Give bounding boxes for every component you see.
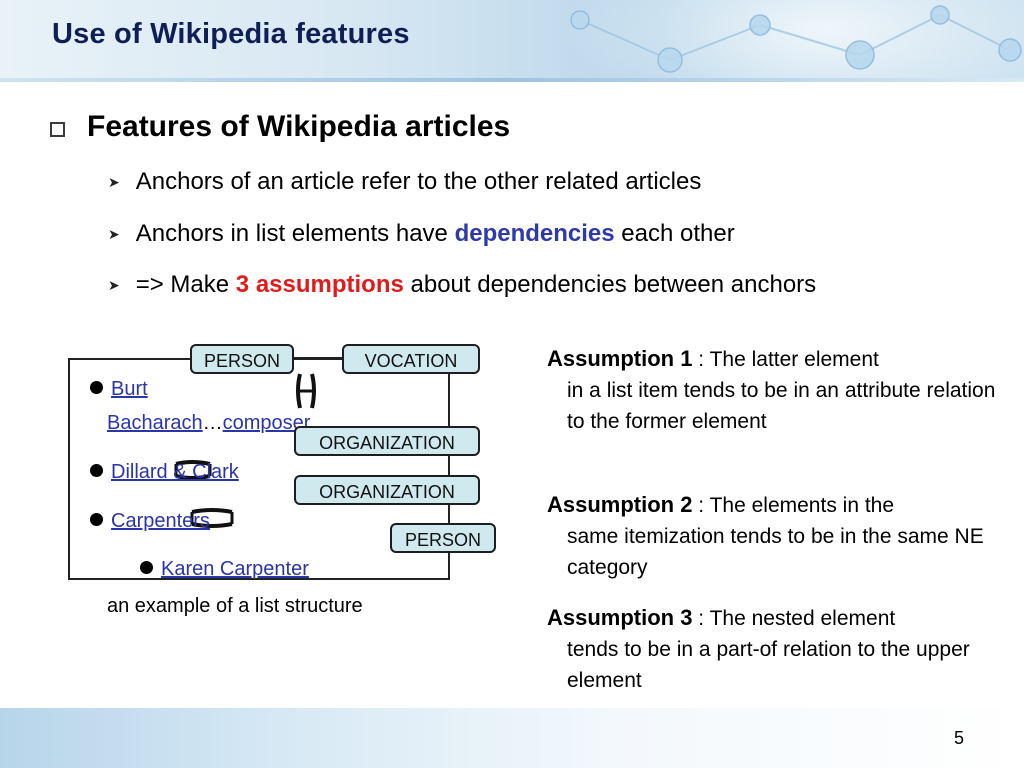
header-divider [0,78,1024,82]
highlight-dependencies: dependencies [454,220,615,247]
label-organization-2: ORGANIZATION [294,475,480,505]
assumption-2-line1: The elements in the [709,494,895,517]
highlight-assumptions: 3 assumptions [235,271,404,298]
sub-bullet-3-text: => Make 3 assumptions about dependencies… [135,271,817,298]
link-karen-carpenter[interactable]: Karen Carpenter [161,558,309,580]
list-structure-diagram: PERSON VOCATION Burt Bacharach…composer … [0,330,520,630]
assumption-3: Assumption 3 : The nested element tends … [547,602,997,696]
arrow-bullet-icon: ➤ [108,174,120,190]
assumption-2-label: Assumption 2 [547,492,693,517]
sub-bullet-3: ➤ => Make 3 assumptions about dependenci… [108,271,816,299]
assumption-1-label: Assumption 1 [547,346,693,371]
molecule-decoration-icon [570,5,1022,73]
assumption-2-body: same itemization tends to be in the same… [567,525,984,579]
assumption-1-line1: The latter element [709,348,879,371]
assumption-3-line1: The nested element [709,607,896,630]
slide-header: Use of Wikipedia features [0,0,1024,78]
diagram-caption: an example of a list structure [107,595,363,617]
assumption-1-body: in a list item tends to be in an attribu… [567,379,996,433]
list-item-3: Carpenters [90,510,210,533]
list-item-4: Karen Carpenter [140,558,309,581]
bullet-dot-icon [90,464,103,477]
list-item-1-cont: Bacharach…composer [107,412,310,435]
bullet-dot-icon [90,381,103,394]
link-composer[interactable]: composer [222,412,311,434]
label-vocation: VOCATION [342,344,480,374]
arrow-bullet-icon: ➤ [108,226,120,242]
slide-footer [0,708,1024,768]
sub-bullet-1-text: Anchors of an article refer to the other… [135,168,702,195]
sub-bullet-1: ➤ Anchors of an article refer to the oth… [108,168,701,196]
assumption-3-label: Assumption 3 [547,605,693,630]
link-burt-bacharach-line2[interactable]: Bacharach [107,412,203,434]
bullet-dot-icon [140,561,153,574]
slide-title: Use of Wikipedia features [52,18,410,50]
label-person-top: PERSON [190,344,294,374]
assumption-3-body: tends to be in a part-of relation to the… [567,638,970,692]
link-dillard-clark[interactable]: Dillard & Clark [111,461,239,483]
bullet-dot-icon [90,513,103,526]
sub-bullet-2-text: Anchors in list elements have dependenci… [135,220,735,247]
sub-bullet-2: ➤ Anchors in list elements have dependen… [108,220,735,248]
assumption-1: Assumption 1 : The latter element in a l… [547,343,997,437]
assumption-2: Assumption 2 : The elements in the same … [547,489,997,583]
main-bullet: Features of Wikipedia articles [50,110,510,144]
link-carpenters[interactable]: Carpenters [111,510,210,532]
label-organization-1: ORGANIZATION [294,426,480,456]
arrow-bullet-icon: ➤ [108,277,120,293]
link-burt-bacharach[interactable]: Burt [111,378,148,400]
page-number: 5 [953,728,964,748]
label-person-bottom: PERSON [390,523,496,553]
list-item-2: Dillard & Clark [90,461,239,484]
list-item-1: Burt [90,378,148,401]
ellipsis: … [202,412,223,434]
square-bullet-icon [50,121,65,137]
main-bullet-text: Features of Wikipedia articles [87,110,511,143]
